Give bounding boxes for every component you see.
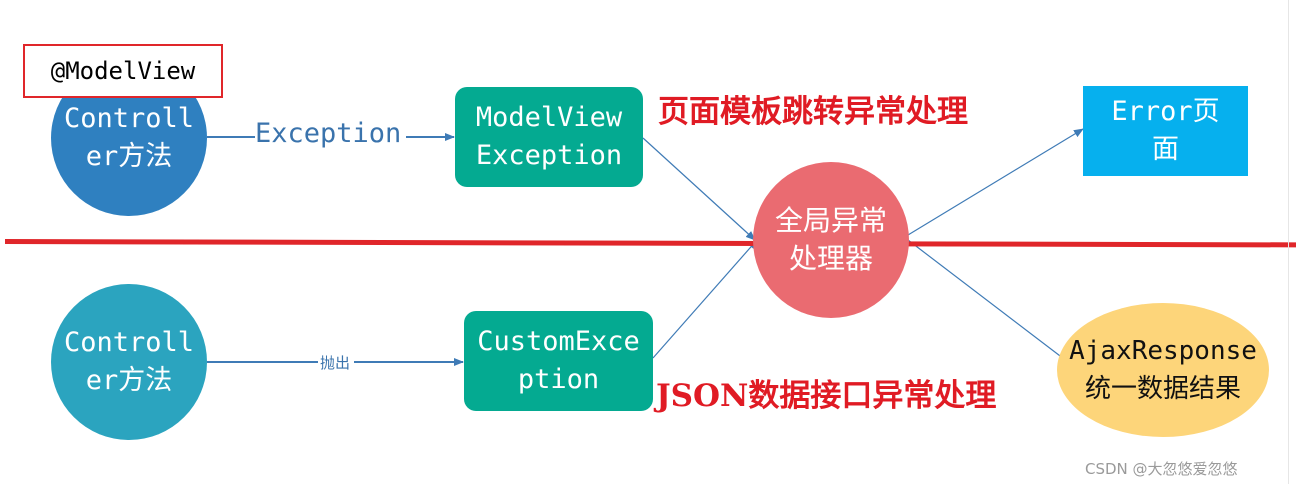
- custom-exception-label: CustomExce ption: [477, 326, 640, 395]
- csdn-watermark: CSDN @大忽悠爱忽悠: [1085, 460, 1238, 478]
- right-edge-line: [1288, 0, 1289, 484]
- error-page-label: Error页 面: [1111, 96, 1220, 165]
- edge-modelview-to-handler: [642, 137, 756, 241]
- global-handler-label: 全局异常 处理器: [774, 204, 887, 275]
- edge-handler-to-ajax: [907, 239, 1069, 363]
- controller-bottom-label: Controll er方法: [63, 327, 195, 396]
- ajax-response-node: AjaxResponse 统一数据结果: [1057, 303, 1269, 437]
- json-api-title: JSON数据接口异常处理: [656, 378, 997, 414]
- controller-top-label: Controll er方法: [63, 103, 195, 172]
- exception-edge-label: Exception: [255, 118, 402, 149]
- global-handler-node: 全局异常 处理器: [753, 162, 909, 318]
- modelview-exception-node: ModelView Exception: [455, 87, 643, 187]
- edge-custom-to-handler: [652, 239, 758, 359]
- controller-bottom-node: Controll er方法: [51, 284, 207, 440]
- edge-handler-to-error: [907, 128, 1084, 236]
- ajax-response-label: AjaxResponse 统一数据结果: [1069, 336, 1257, 404]
- error-page-node: Error页 面: [1083, 86, 1248, 176]
- custom-exception-node: CustomExce ption: [464, 311, 653, 411]
- throw-edge-label: 抛出: [319, 352, 352, 373]
- page-template-title: 页面模板跳转异常处理: [658, 94, 968, 130]
- modelview-annotation-text: @ModelView: [50, 57, 196, 85]
- modelview-annotation: @ModelView: [23, 44, 223, 98]
- modelview-exception-label: ModelView Exception: [475, 102, 623, 171]
